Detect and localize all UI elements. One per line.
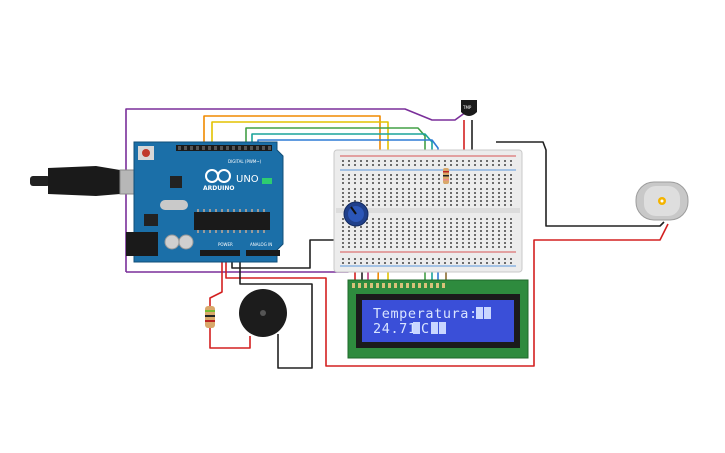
wire-black-motor[interactable] [496,141,665,227]
digital-pins [178,146,271,150]
lcd-display[interactable]: Temperatura: 24.71 C [347,279,529,359]
breadboard[interactable] [333,149,523,273]
motor-shaft-center [660,199,664,203]
wire-red-buzzer2[interactable] [209,328,251,349]
wire-purple-lower[interactable] [126,262,349,273]
capacitor-2 [178,234,194,250]
breadboard-holes [342,160,512,264]
power-jack [126,232,158,256]
lcd-line-2-value: 24.71 [373,321,417,337]
atmega-chip [194,212,270,230]
model-label: UNO [236,174,259,185]
piezo-buzzer[interactable] [239,289,287,337]
dc-motor[interactable] [635,181,689,221]
lcd-block-2 [484,307,491,319]
usb-chip [170,176,182,188]
power-header-label: POWER [218,242,233,247]
digital-header-label: DIGITAL (PWM~) [228,159,262,164]
resistor-band-3 [443,179,449,181]
lcd-block-1 [476,307,483,319]
resistor-band-2 [443,175,449,177]
lcd-line-2-unit: C [421,321,430,337]
wire-red-5v[interactable] [225,223,669,367]
usb-cable [30,176,50,186]
capacitor-1 [164,234,180,250]
chip-pins [197,209,265,233]
crystal [160,200,188,210]
center-channel [336,208,520,213]
resistor-band-1 [443,171,449,173]
resistor-band-b [205,315,215,317]
logo-loop-right [217,169,231,183]
lcd-block-3 [431,322,438,334]
analog-header-label: ANALOG IN [250,242,272,247]
reset-button-cap[interactable] [142,149,150,157]
potentiometer-indicator [350,206,357,215]
lcd-line-1: Temperatura: [373,306,478,322]
resistor-band-c [205,320,215,322]
lcd-degree-block [413,322,420,334]
analog-header[interactable] [246,250,280,256]
sensor-body [461,100,477,116]
lcd-block-4 [439,322,446,334]
sensor-label: TMP [462,105,472,110]
resistor[interactable] [205,306,215,328]
arduino-board[interactable]: DIGITAL (PWM~) ARDUINO UNO POWER ANALOG … [30,141,284,263]
wire-red-buzzer[interactable] [209,250,223,306]
digital-header[interactable] [176,145,272,151]
usb-plug [48,166,120,196]
power-header[interactable] [200,250,240,256]
buzzer-hole [260,310,266,316]
icsp-header [262,178,272,184]
wire-purple[interactable] [125,108,467,272]
wire-black-buzzer[interactable] [239,250,313,369]
brand-label: ARDUINO [203,185,234,192]
regulator [144,214,158,226]
resistor-band-a [205,310,215,312]
wires [125,108,669,369]
lcd-header [352,283,445,288]
temperature-sensor[interactable]: TMP [461,100,477,116]
